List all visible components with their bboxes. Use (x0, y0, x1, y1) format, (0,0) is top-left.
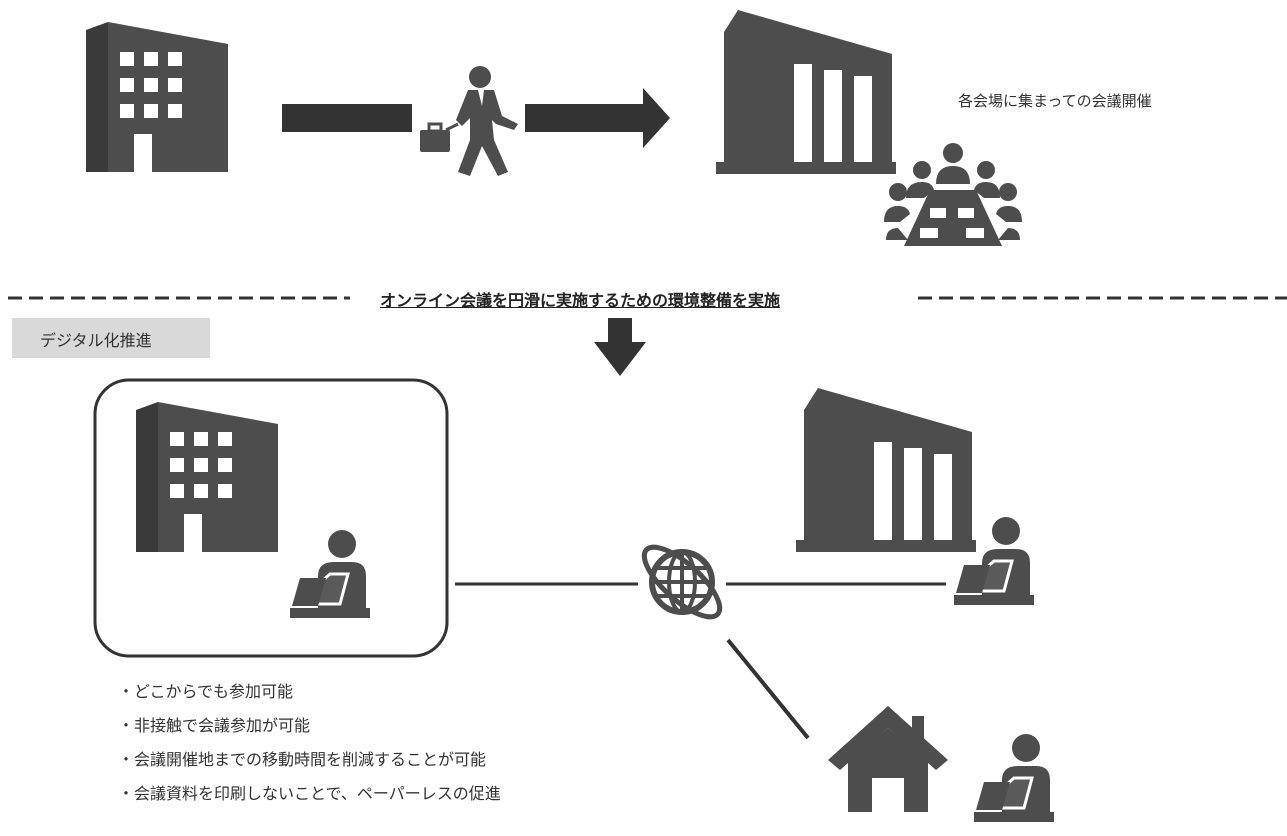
benefit-list: ・どこからでも参加可能 ・非接触で会議参加が可能 ・会議開催地までの移動時間を削… (118, 680, 501, 816)
list-item: ・どこからでも参加可能 (118, 682, 294, 701)
digitalization-tag: デジタル化推進 (12, 318, 210, 358)
down-arrow-icon (594, 318, 646, 376)
list-item: ・会議資料を印刷しないことで、ペーパーレスの促進 (118, 784, 501, 803)
conference-venue-building-icon (796, 388, 976, 552)
office-building-icon (86, 22, 228, 172)
list-item: ・非接触で会議参加が可能 (118, 716, 311, 735)
house-icon (828, 706, 948, 812)
remote-office-frame (93, 378, 449, 658)
conference-venue-building-icon (716, 10, 896, 174)
globe-icon (641, 544, 723, 620)
venue-meeting-caption: 各会場に集まっての会議開催 (958, 92, 1152, 110)
businessman-walking-icon (420, 66, 518, 176)
divider-title: オンライン会議を円滑に実施するための環境整備を実施 (380, 291, 781, 310)
commute-arrow (282, 88, 670, 148)
network-lines (455, 582, 946, 740)
user-at-laptop-icon (288, 528, 372, 620)
list-item: ・会議開催地までの移動時間を削減することが可能 (118, 750, 487, 769)
user-at-laptop-icon (972, 732, 1056, 824)
meeting-table-icon (884, 143, 1022, 246)
office-building-icon (136, 402, 278, 552)
